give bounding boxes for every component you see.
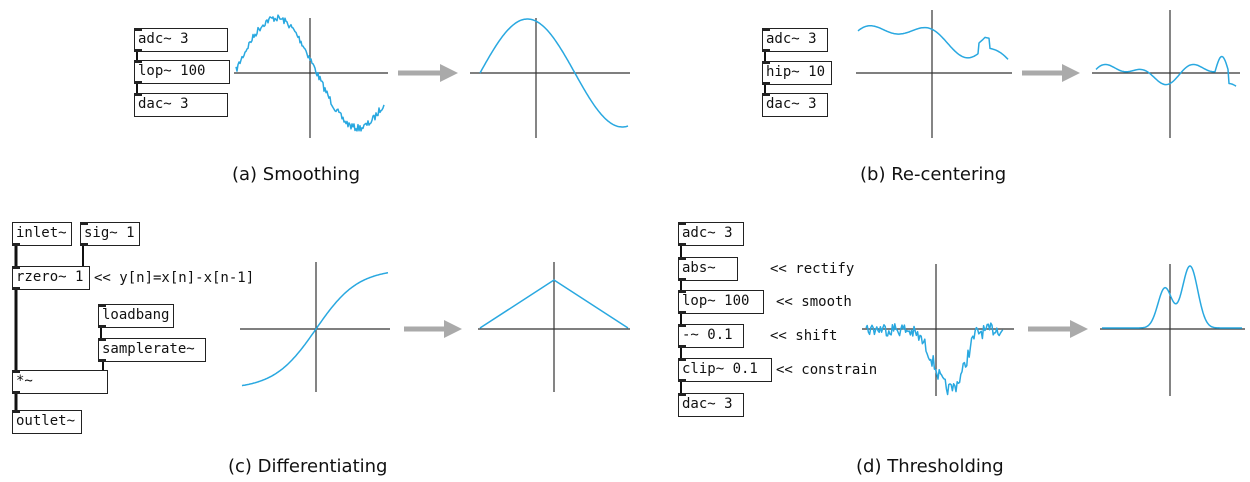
comment-difference-equation: << y[n]=x[n]-x[n-1] — [94, 270, 255, 286]
object-lop[interactable]: lop~ 100 — [678, 290, 764, 314]
axes-differentiating-output — [478, 262, 630, 392]
curve-smooth-sine — [479, 18, 629, 128]
arrow-head — [1062, 64, 1080, 82]
object-dac[interactable]: dac~ 3 — [678, 393, 744, 417]
curve-noisy-dip — [865, 322, 1004, 396]
object-rzero[interactable]: rzero~ 1 — [12, 266, 90, 290]
object-dac[interactable]: dac~ 3 — [134, 93, 228, 117]
object-hip[interactable]: hip~ 10 — [762, 61, 832, 85]
curve-double-peak — [1102, 265, 1242, 329]
object-adc[interactable]: adc~ 3 — [678, 222, 744, 246]
axes-recentering-input — [856, 10, 1012, 138]
caption-thresholding: (d) Thresholding — [856, 456, 1004, 477]
caption-smoothing: (a) Smoothing — [232, 164, 361, 185]
arrow-smoothing — [398, 64, 458, 82]
arrow-recentering — [1022, 64, 1080, 82]
object-adc[interactable]: adc~ 3 — [134, 28, 228, 52]
arrow-head — [444, 320, 462, 338]
comment-constrain: << constrain — [776, 362, 878, 378]
comment-shift: << shift — [770, 328, 838, 344]
object-clip[interactable]: clip~ 0.1 — [678, 358, 772, 382]
object-outlet[interactable]: outlet~ — [12, 410, 82, 434]
axes-smoothing-input — [234, 18, 388, 138]
arrow-thresholding — [1028, 320, 1088, 338]
comment-smooth: << smooth — [776, 294, 852, 310]
comment-rectify: << rectify — [770, 261, 855, 277]
object-loadbang[interactable]: loadbang — [98, 304, 174, 328]
object-lop[interactable]: lop~ 100 — [134, 60, 230, 84]
object-multiply[interactable]: *~ — [12, 370, 108, 394]
axes-differentiating-input — [240, 262, 390, 392]
object-inlet[interactable]: inlet~ — [12, 222, 72, 246]
arrow-head — [1070, 320, 1088, 338]
axes-recentering-output — [1092, 10, 1240, 138]
object-adc[interactable]: adc~ 3 — [762, 28, 828, 52]
arrow-head — [440, 64, 458, 82]
curve-noisy-sine — [235, 14, 385, 132]
signal-curves — [235, 14, 1242, 396]
object-dac[interactable]: dac~ 3 — [762, 93, 828, 117]
object-subtract[interactable]: -~ 0.1 — [678, 324, 744, 348]
axes-thresholding-output — [1100, 264, 1245, 396]
arrow-differentiating — [404, 320, 462, 338]
caption-recentering: (b) Re-centering — [860, 164, 1007, 185]
curve-offset-wave — [857, 24, 1009, 60]
patch-cords — [14, 51, 766, 412]
curve-sigmoid — [241, 272, 389, 387]
object-abs[interactable]: abs~ — [678, 257, 738, 281]
object-samplerate[interactable]: samplerate~ — [98, 338, 206, 362]
curve-triangle — [479, 279, 629, 329]
axes-smoothing-output — [470, 18, 630, 138]
object-sig[interactable]: sig~ 1 — [80, 222, 140, 246]
caption-differentiating: (c) Differentiating — [228, 456, 388, 477]
plot-axes — [234, 10, 1245, 396]
transform-arrows — [398, 64, 1088, 338]
curve-centered-wave — [1095, 55, 1237, 87]
